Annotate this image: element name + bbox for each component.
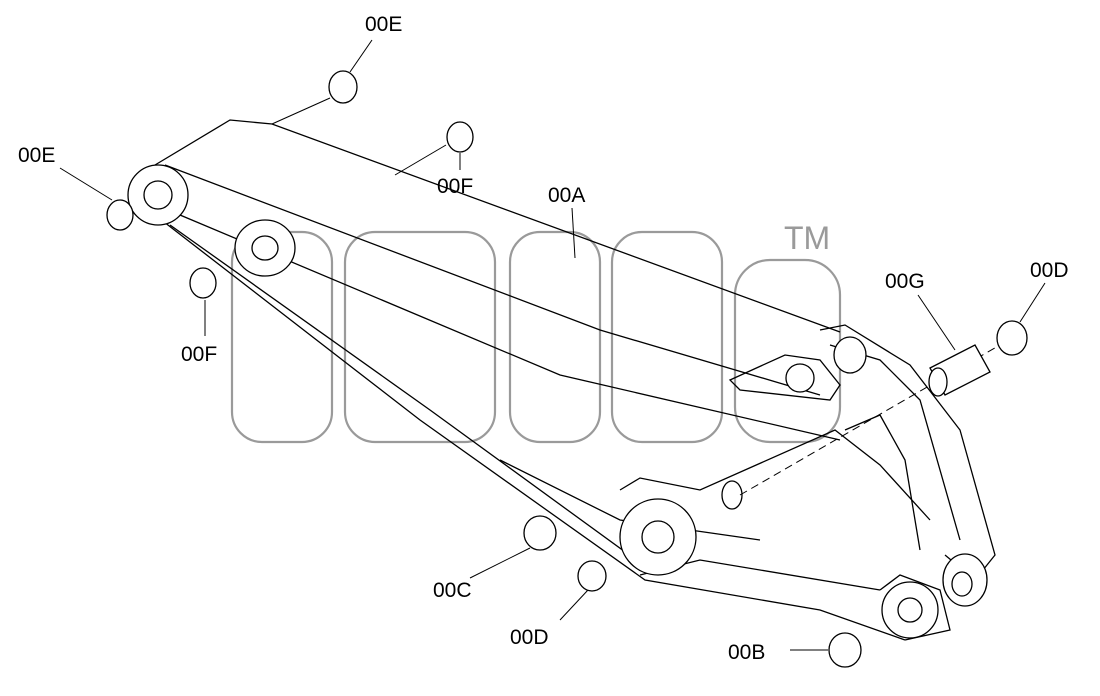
label-00f-top: 00F [437, 175, 473, 198]
bushing-00d-right [996, 320, 1028, 356]
leader-00e-left [59, 167, 113, 201]
eye-head-bore [641, 520, 675, 554]
leader-00g [917, 294, 956, 351]
leader-lines [59, 39, 1046, 651]
watermark-trademark: TM [784, 220, 830, 256]
label-00e-top: 00E [365, 13, 402, 36]
eye-bracket-top [833, 336, 867, 374]
end-plate [879, 574, 951, 641]
leader-00d-right [1019, 282, 1046, 323]
boom-lower-edge [154, 214, 906, 641]
bushing-00e-top [328, 70, 358, 104]
bushing-00b [828, 632, 862, 668]
boom-eyes [127, 164, 988, 639]
boom-top-inner-edge [164, 164, 821, 396]
bushing-00e-left [106, 199, 134, 231]
eye-left-bottom-bore [251, 235, 279, 261]
bushing-00f-top [446, 121, 474, 153]
leader-00e-top [349, 39, 373, 73]
label-00e-left: 00E [18, 144, 55, 167]
label-00a: 00A [548, 184, 585, 207]
label-00d-right: 00D [1030, 259, 1069, 282]
boom-lower-inner-edge [169, 224, 651, 571]
leader-00d-bottom [559, 589, 589, 621]
eye-lug [785, 363, 815, 393]
label-00g: 00G [885, 270, 925, 293]
boom-web-line [499, 459, 761, 541]
label-00b: 00B [728, 641, 765, 664]
top-lug [728, 354, 841, 401]
loose-parts [106, 70, 1028, 668]
watermark-logo: TM [230, 220, 842, 444]
leader-00a [571, 207, 576, 259]
hidden-hole [721, 480, 743, 510]
label-00c: 00C [433, 579, 472, 602]
eye-end-right-bore [951, 571, 973, 597]
bracket-plate-mid [844, 414, 921, 551]
eye-end-left-bore [897, 597, 923, 623]
leader-00e-top-to-part [271, 97, 331, 125]
label-00f-left: 00F [181, 343, 217, 366]
leader-00c [469, 547, 531, 579]
leader-00f-top-to-part [394, 144, 447, 176]
pin-00g-end [928, 367, 948, 397]
part-labels: 00E 00E 00F 00F 00A 00G 00D 00C 00D 00B [18, 13, 1069, 664]
eye-left-top-bore [143, 180, 173, 210]
label-00d-bottom: 00D [510, 626, 549, 649]
bushing-00c [523, 515, 557, 551]
bushing-00d-bottom [577, 560, 607, 592]
boom-head-body [619, 429, 931, 521]
bushing-00f-left [189, 267, 217, 299]
boom-top-edge [149, 119, 841, 333]
